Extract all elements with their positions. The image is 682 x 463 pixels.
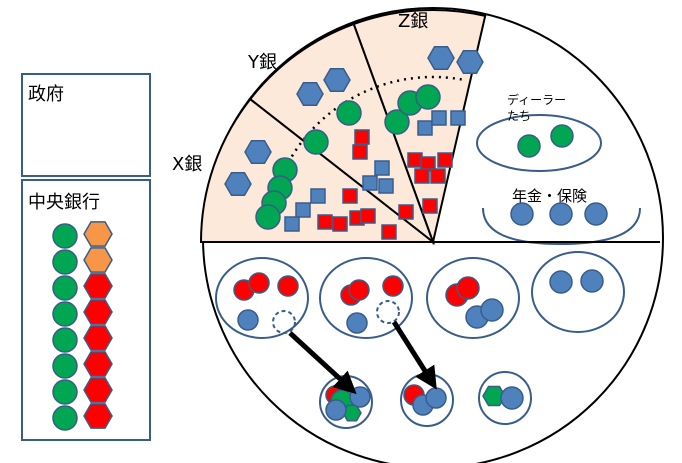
dashed-circle-icon xyxy=(272,310,296,334)
central-bank-label: 中央銀行 xyxy=(28,192,100,213)
square-token-icon xyxy=(342,188,358,204)
square-token-icon xyxy=(332,216,348,232)
square-token-icon xyxy=(422,198,438,214)
circle-token-icon xyxy=(415,84,441,110)
square-token-icon xyxy=(295,202,311,218)
hexagon-token-icon xyxy=(83,247,113,273)
square-token-icon xyxy=(284,216,300,232)
circle-token-icon xyxy=(480,298,504,322)
government-box xyxy=(21,73,151,177)
tokens xyxy=(224,45,608,422)
circle-token-icon xyxy=(510,202,534,226)
hexagon-token-icon xyxy=(83,325,113,351)
square-token-icon xyxy=(437,152,453,168)
circle-token-icon xyxy=(346,312,368,334)
circle-token-icon xyxy=(52,249,78,275)
arrow-icon xyxy=(391,320,437,390)
hexagon-token-icon xyxy=(323,67,351,93)
circle-token-icon xyxy=(52,223,78,249)
depositor-group-2 xyxy=(319,257,413,339)
circle-token-icon xyxy=(52,301,78,327)
government-label: 政府 xyxy=(28,84,64,105)
hexagon-token-icon xyxy=(83,351,113,377)
dealers-label-line1: ディーラー xyxy=(507,92,566,107)
square-token-icon xyxy=(450,110,466,126)
square-token-icon xyxy=(360,208,376,224)
circle-token-icon xyxy=(52,327,78,353)
hexagon-token-icon xyxy=(482,385,506,407)
square-token-icon xyxy=(431,110,447,126)
pension-insurance-label: 年金・保険 xyxy=(512,187,587,205)
square-token-icon xyxy=(352,144,368,160)
circle-token-icon xyxy=(52,275,78,301)
circle-token-icon xyxy=(52,379,78,405)
bank-x-wedge xyxy=(199,97,436,243)
square-token-icon xyxy=(354,129,370,145)
circle-token-icon xyxy=(517,134,541,158)
circle-token-icon xyxy=(550,124,574,148)
hexagon-token-icon xyxy=(296,81,324,107)
square-token-icon xyxy=(417,120,433,136)
bank-y-label: Y銀 xyxy=(247,52,277,73)
circle-token-icon xyxy=(277,275,299,297)
circle-token-icon xyxy=(349,386,371,408)
circle-token-icon xyxy=(549,202,573,226)
circle-token-icon xyxy=(500,386,524,410)
circle-token-icon xyxy=(255,204,281,230)
circle-token-icon xyxy=(237,309,259,331)
arrow-icon xyxy=(288,331,357,395)
circle-token-icon xyxy=(52,353,78,379)
depositor-group-4 xyxy=(531,251,625,333)
circle-token-icon xyxy=(549,270,573,294)
circle-token-icon xyxy=(425,387,447,409)
square-token-icon xyxy=(317,214,333,230)
central-bank-token-stack xyxy=(52,221,113,431)
hexagon-token-icon xyxy=(427,45,455,71)
square-token-icon xyxy=(414,168,430,184)
dashed-circle-icon xyxy=(376,300,400,324)
depositor-group-3 xyxy=(426,257,520,339)
hexagon-token-icon xyxy=(83,273,113,299)
circle-token-icon xyxy=(580,269,604,293)
square-token-icon xyxy=(381,224,397,240)
circle-token-icon xyxy=(248,272,270,294)
circle-token-icon xyxy=(325,399,347,421)
square-token-icon xyxy=(398,204,414,220)
square-token-icon xyxy=(407,152,423,168)
square-token-icon xyxy=(430,168,446,184)
square-token-icon xyxy=(310,188,326,204)
hexagon-token-icon xyxy=(83,403,113,429)
small-group-3 xyxy=(478,371,532,425)
depositor-group-1 xyxy=(215,257,309,339)
hexagon-token-icon xyxy=(83,299,113,325)
pension-insurance-group xyxy=(482,207,641,246)
square-token-icon xyxy=(378,178,394,194)
dealers-label: ディーラー たち xyxy=(507,92,570,123)
dealers-group xyxy=(476,114,602,172)
dealers-label-line2: たち xyxy=(507,109,531,123)
hexagon-token-icon xyxy=(83,221,113,247)
circle-token-icon xyxy=(52,405,78,431)
hexagon-token-icon xyxy=(456,49,484,75)
circle-token-icon xyxy=(384,109,410,135)
square-token-icon xyxy=(362,175,378,191)
bank-z-label: Z銀 xyxy=(398,11,428,32)
hexagon-token-icon xyxy=(83,377,113,403)
hexagon-token-icon xyxy=(224,171,252,197)
circle-token-icon xyxy=(584,202,608,226)
hexagon-token-icon xyxy=(244,139,272,165)
circle-token-icon xyxy=(303,129,329,155)
circle-token-icon xyxy=(336,100,362,126)
circle-token-icon xyxy=(382,275,404,297)
circle-token-icon xyxy=(348,279,370,301)
circle-token-icon xyxy=(456,276,480,300)
bank-x-label: X銀 xyxy=(172,154,202,175)
square-token-icon xyxy=(374,160,390,176)
